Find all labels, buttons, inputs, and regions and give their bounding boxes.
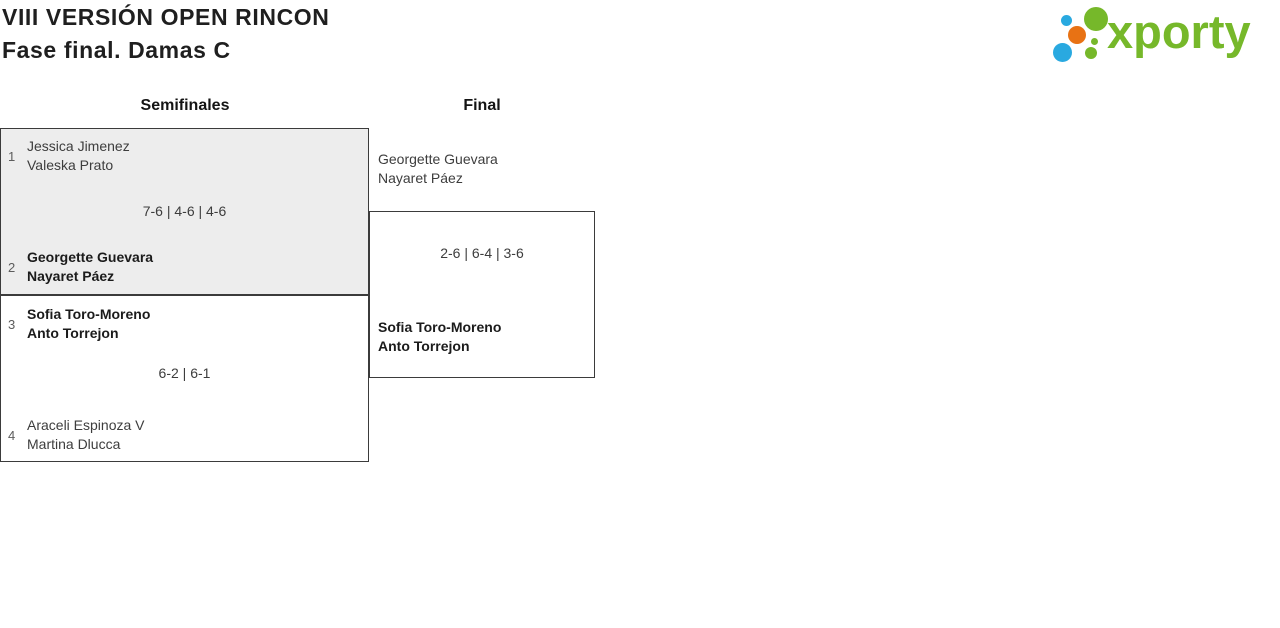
round-label-final: Final (463, 97, 501, 114)
final-match-box[interactable] (369, 211, 595, 378)
match-score-final: 2-6 | 6-4 | 3-6 (440, 245, 524, 261)
logo-dot-blue-small-icon (1061, 15, 1072, 26)
player-name: Anto Torrejon (27, 325, 119, 341)
player-name: Araceli Espinoza V (27, 417, 145, 433)
team-entry-sf1-top: 1 Jessica Jimenez Valeska Prato (8, 137, 130, 175)
logo-dot-blue-big-icon (1053, 43, 1072, 62)
seed-number: 4 (8, 427, 16, 443)
match-score-sf2: 6-2 | 6-1 (158, 365, 211, 381)
player-name: Anto Torrejon (378, 338, 470, 354)
team-entry-sf1-bottom: 2 Georgette Guevara Nayaret Páez (8, 248, 153, 286)
player-name: Georgette Guevara (27, 249, 154, 265)
team-entry-sf2-bottom: 4 Araceli Espinoza V Martina Dlucca (8, 416, 145, 454)
semifinal-2-match-box[interactable] (0, 295, 369, 462)
round-label-semifinales: Semifinales (140, 97, 230, 114)
player-name: Sofia Toro-Moreno (27, 306, 151, 322)
player-name: Jessica Jimenez (27, 138, 130, 154)
seed-number: 3 (8, 316, 16, 332)
player-name: Nayaret Páez (378, 170, 463, 186)
logo-wordmark: xporty (1107, 5, 1251, 58)
logo-dot-green-tiny-icon (1091, 38, 1098, 45)
team-entry-final-bottom: Sofia Toro-Moreno Anto Torrejon (378, 318, 501, 356)
match-score-sf1: 7-6 | 4-6 | 4-6 (142, 203, 227, 219)
seed-number: 2 (8, 259, 16, 275)
phase-subtitle: Fase final. Damas C (2, 37, 231, 63)
player-name: Sofia Toro-Moreno (378, 319, 502, 335)
seed-number: 1 (8, 148, 16, 164)
team-entry-sf2-top: 3 Sofia Toro-Moreno Anto Torrejon (8, 305, 150, 343)
player-name: Martina Dlucca (27, 436, 121, 452)
logo-dot-orange-icon (1068, 26, 1086, 44)
semifinal-1-match-box[interactable] (0, 128, 369, 295)
logo-dot-green-small-icon (1085, 47, 1097, 59)
player-name: Georgette Guevara (378, 151, 498, 167)
team-entry-final-top: Georgette Guevara Nayaret Páez (378, 150, 498, 188)
player-name: Nayaret Páez (27, 268, 115, 284)
tournament-title: VIII VERSIÓN OPEN RINCON (2, 4, 330, 30)
logo-dot-green-big-icon (1084, 7, 1108, 31)
player-name: Valeska Prato (27, 157, 114, 173)
